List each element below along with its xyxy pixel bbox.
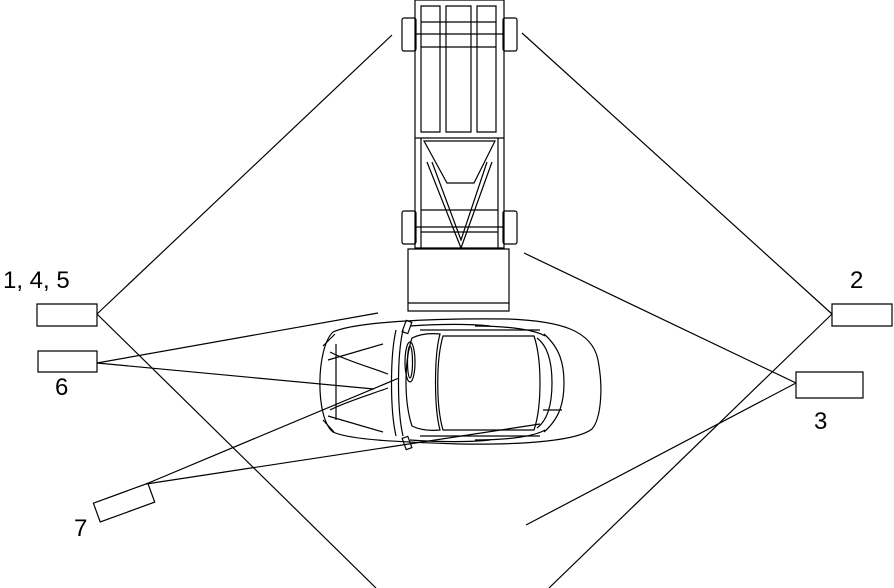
sight-line-cam3-truck: [524, 253, 796, 383]
car-mirror-right: [402, 436, 412, 449]
sight-line-cam7-lower: [146, 424, 540, 484]
sight-lines: [97, 33, 832, 588]
truck-wheel-front-left: [402, 18, 416, 51]
camera-3: [796, 372, 863, 398]
sight-line-cam6-lower: [97, 363, 374, 389]
truck-bumper: [408, 249, 509, 311]
sight-line-cam2-truck: [522, 33, 832, 314]
car-body: [320, 319, 601, 444]
car-mirror-left: [402, 320, 412, 333]
truck-wheel-rear-right: [503, 211, 517, 244]
car-steering-wheel: [405, 342, 415, 382]
label-camera-2: 2: [850, 267, 864, 294]
truck-wheel-rear-left: [402, 211, 416, 244]
label-camera-1-4-5: 1, 4, 5: [3, 267, 70, 294]
sight-line-cam7-upper: [146, 378, 399, 484]
camera-6: [38, 351, 97, 372]
car: [320, 319, 601, 450]
sight-line-cam6-upper: [97, 313, 378, 363]
truck-wheel-front-right: [503, 18, 517, 51]
camera-1-4-5: [37, 304, 97, 326]
camera-2: [832, 304, 892, 326]
truck-frame: [415, 0, 504, 248]
car-roof: [438, 336, 540, 430]
truck: [402, 0, 517, 311]
cameras: [37, 304, 892, 522]
sight-line-cam1-ground: [97, 314, 376, 588]
label-camera-7: 7: [74, 515, 88, 542]
sight-line-cam3-ground: [526, 383, 796, 525]
sight-line-cam1-truck: [97, 35, 392, 314]
camera-7: [93, 483, 154, 522]
label-camera-6: 6: [55, 374, 69, 401]
sight-line-cam2-ground: [549, 314, 832, 588]
label-camera-3: 3: [814, 408, 828, 435]
